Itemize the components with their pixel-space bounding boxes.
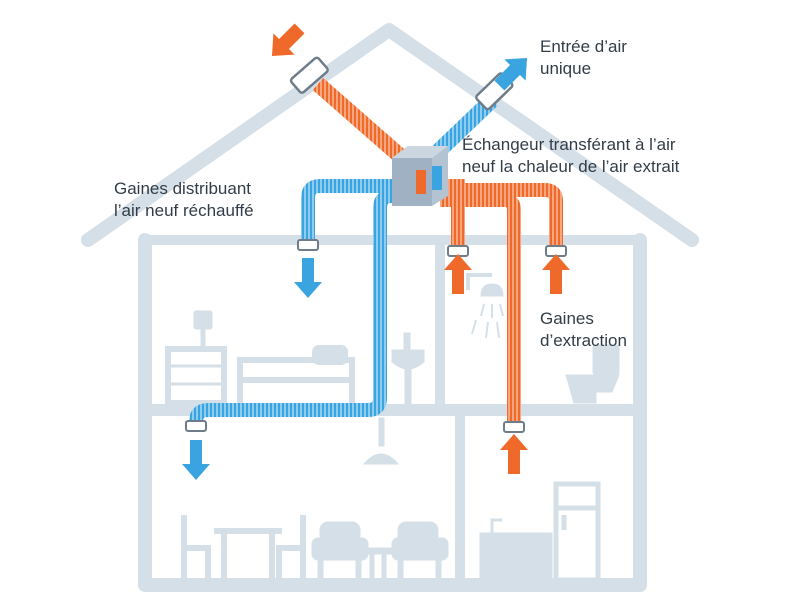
extract-duct-kitchen (440, 193, 521, 424)
extract-ducts-label-line: d’extraction (540, 331, 627, 350)
air-intake-label-line: unique (540, 59, 592, 78)
extract-ducts-label-line: Gaines (540, 309, 594, 328)
nightstand-icon (165, 346, 227, 406)
extract-ducts-label: Gaines d’extraction (540, 308, 627, 352)
pendant-lamp-icon (362, 417, 400, 465)
vent-terminal-icon (185, 239, 567, 433)
armchair-icon (391, 521, 449, 579)
supply-ducts-label: Gaines distribuant l’air neuf réchauffé (114, 178, 254, 222)
supply-arrow-icon (182, 440, 210, 480)
supply-duct-upper (301, 179, 400, 240)
extract-arrow-icon (500, 434, 528, 474)
exchanger-label: Échangeur transférant à l’air neuf la ch… (462, 134, 679, 178)
roof (81, 23, 699, 247)
supply-ducts-label-line: Gaines distribuant (114, 179, 252, 198)
toilet-icon (565, 344, 620, 404)
supply-duct-lower (189, 189, 405, 424)
bed-icon (237, 345, 355, 403)
fridge-icon (553, 481, 601, 583)
chair-icon (276, 515, 306, 578)
coffee-table-icon (363, 547, 393, 579)
exhaust-vent-icon (289, 56, 329, 94)
heat-exchanger-unit (392, 146, 448, 206)
air-intake-label: Entrée d’air unique (540, 36, 627, 80)
chair-icon (181, 515, 211, 578)
exhaust-arrow-icon (271, 23, 305, 57)
extract-arrow-icon (444, 254, 472, 294)
dining-table-icon (214, 528, 282, 578)
bedside-lamp-icon (193, 310, 213, 348)
intake-arrow-icon (494, 57, 528, 91)
supply-arrow-icon (294, 258, 322, 298)
exchanger-label-line: Échangeur transférant à l’air (462, 135, 676, 154)
extract-arrow-icon (542, 254, 570, 294)
exchanger-label-line: neuf la chaleur de l’air extrait (462, 157, 680, 176)
exhaust-duct (289, 56, 422, 177)
air-intake-label-line: Entrée d’air (540, 37, 627, 56)
armchair-icon (311, 521, 369, 579)
sink-icon (391, 332, 425, 405)
kitchen-counter-icon (479, 518, 553, 582)
extract-duct-toilet (440, 183, 563, 248)
supply-ducts-label-line: l’air neuf réchauffé (114, 201, 254, 220)
shower-icon (466, 273, 504, 339)
